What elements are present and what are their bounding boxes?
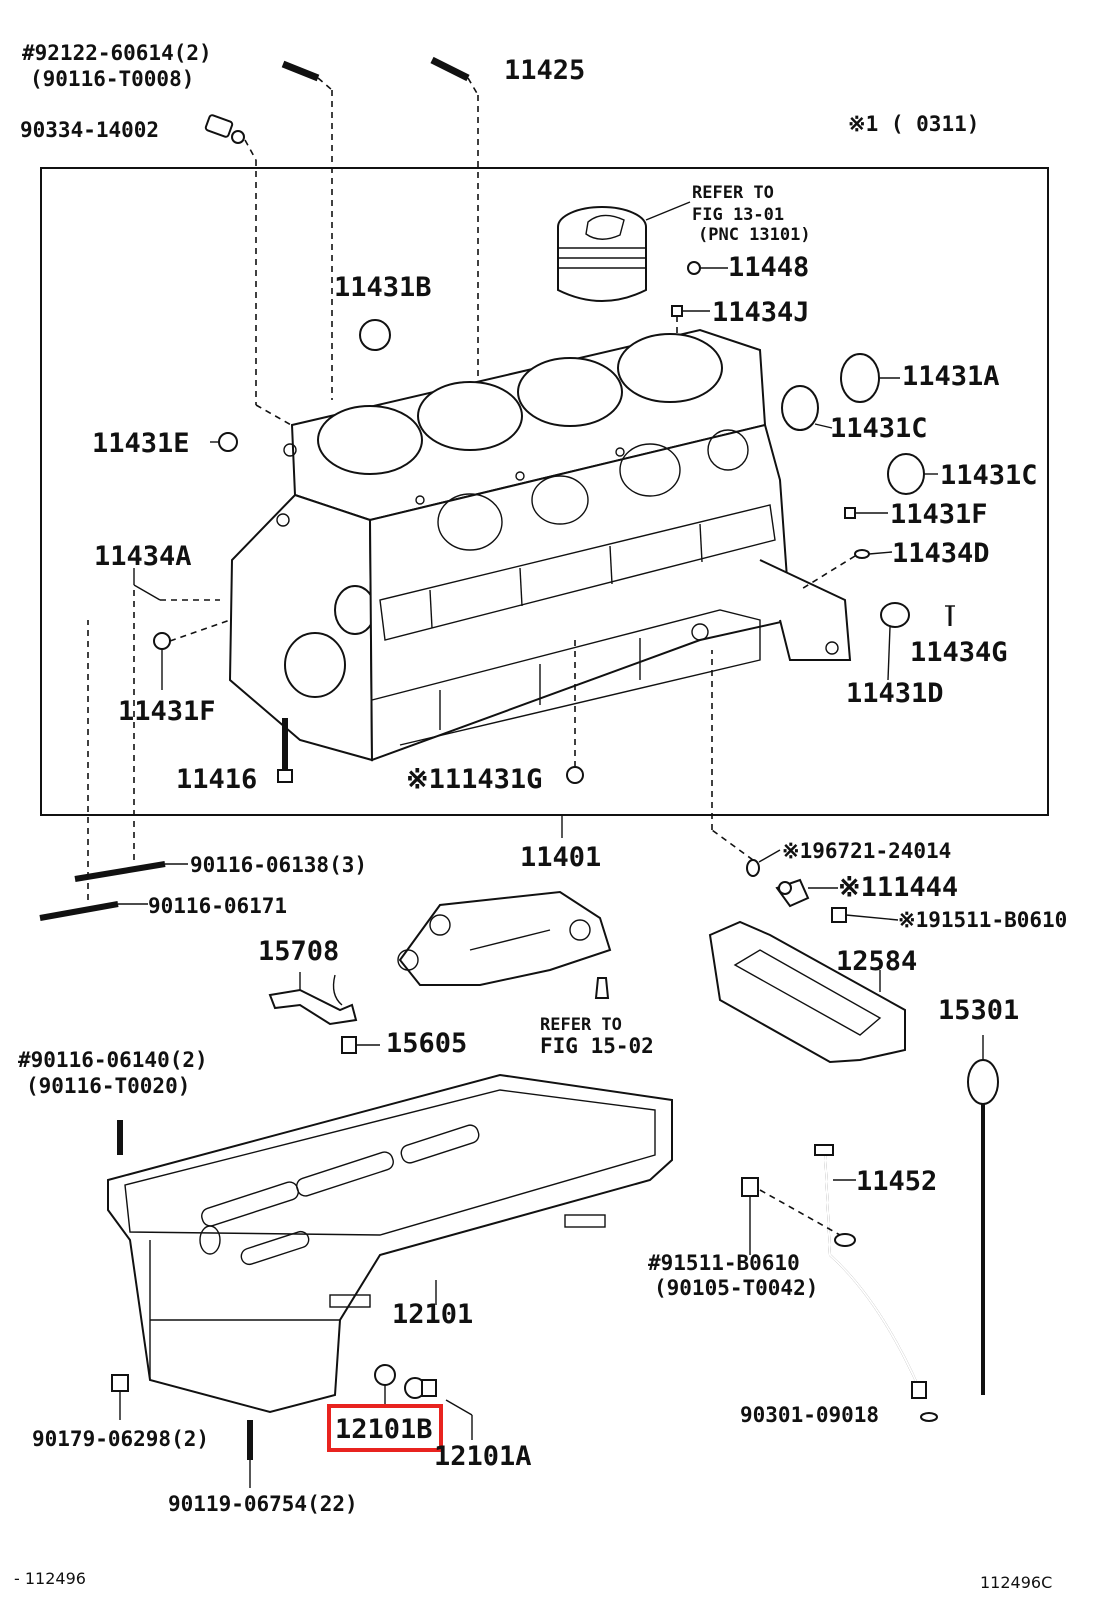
label-12584[interactable]: 12584: [836, 946, 917, 977]
plug-11431G-icon: [566, 640, 584, 784]
dipstick-guide-11452-icon: [814, 1144, 927, 1399]
plug-11431F-right-icon: [844, 507, 888, 519]
plug-90334-icon: [204, 114, 301, 431]
bolt-92122-icon: [281, 60, 333, 400]
bolt-11425-icon: [430, 56, 479, 460]
label-11434D[interactable]: 11434D: [892, 538, 990, 569]
bolt-refer-15-icon: [594, 977, 610, 999]
plug-90179-icon: [111, 1374, 129, 1420]
label-11431A[interactable]: 11431A: [902, 361, 1000, 392]
label-12101B[interactable]: 12101B: [335, 1414, 433, 1445]
label-11431D[interactable]: 11431D: [846, 678, 944, 709]
label-12101[interactable]: 12101: [392, 1299, 473, 1330]
plug-11434J-icon: [671, 305, 710, 334]
plug-11431C-icon: [781, 385, 833, 431]
bolt-91511-top-icon: [831, 907, 899, 923]
label-11431F-left[interactable]: 11431F: [118, 696, 216, 727]
label-15301[interactable]: 15301: [938, 995, 1019, 1026]
label-11434J[interactable]: 11434J: [712, 297, 810, 328]
footer-left: - 112496: [14, 1569, 86, 1588]
pin-11434A-icon: [133, 568, 220, 601]
bracket-15708-icon: [268, 972, 358, 1026]
label-90334[interactable]: 90334-14002: [20, 118, 159, 142]
plug-11448-icon: [687, 261, 728, 275]
oil-pan-12101-icon: [107, 1073, 673, 1414]
label-11416[interactable]: 11416: [176, 764, 257, 795]
block-frame: [40, 167, 1049, 816]
stud-90116-06171-icon: [39, 620, 148, 921]
label-11431B[interactable]: 11431B: [334, 272, 432, 303]
plug-11431B-icon: [359, 319, 391, 351]
stud-90116-06138-icon: [74, 590, 188, 882]
label-12101A[interactable]: 12101A: [434, 1441, 532, 1472]
label-11452[interactable]: 11452: [856, 1166, 937, 1197]
label-91511-top[interactable]: ※191511-B0610: [898, 908, 1067, 932]
label-11444[interactable]: ※111444: [838, 872, 958, 903]
bolt-91511-bottom-icon: [741, 1177, 841, 1255]
refer-fig15-line2: FIG 15-02: [540, 1034, 654, 1058]
plug-11431C-2-icon: [887, 453, 938, 495]
oil-strainer-icon: [397, 890, 612, 986]
drain-plug-12101A-icon: [404, 1377, 473, 1440]
label-92122[interactable]: #92122-60614(2): [22, 41, 212, 65]
refer-fig15-line1: REFER TO: [540, 1015, 622, 1035]
label-11431C-1[interactable]: 11431C: [830, 413, 928, 444]
label-15605[interactable]: 15605: [386, 1028, 467, 1059]
footer-right: 112496C: [980, 1573, 1052, 1592]
label-11401[interactable]: 11401: [520, 842, 601, 873]
refer-fig13-line1: REFER TO: [692, 183, 774, 203]
cylinder-block-icon: [228, 328, 852, 762]
label-96721[interactable]: ※196721-24014: [782, 839, 951, 863]
refer-fig13-line2: FIG 13-01: [692, 205, 784, 225]
label-90116-T0008[interactable]: (90116-T0008): [30, 67, 194, 91]
label-90179[interactable]: 90179-06298(2): [32, 1427, 209, 1451]
plug-11431F-left-icon: [153, 619, 231, 690]
label-11431E[interactable]: 11431E: [92, 428, 190, 459]
refer-fig13-line3: (PNC 13101): [698, 225, 811, 245]
label-15708[interactable]: 15708: [258, 936, 339, 967]
label-11431C-2[interactable]: 11431C: [940, 460, 1038, 491]
bolt-15605-icon: [341, 1036, 380, 1054]
label-90116-06171[interactable]: 90116-06171: [148, 894, 287, 918]
piston-icon: [557, 201, 691, 302]
gasket-12101B-icon: [374, 1364, 396, 1405]
stud-11416-icon: [277, 718, 293, 783]
gasket-96721-icon: [711, 650, 781, 877]
switch-11444-icon: [775, 878, 838, 908]
header-note: ※1 ( 0311): [848, 112, 979, 136]
plug-11431A-icon: [840, 353, 900, 403]
label-90119[interactable]: 90119-06754(22): [168, 1492, 358, 1516]
label-11434A[interactable]: 11434A: [94, 541, 192, 572]
label-90301[interactable]: 90301-09018: [740, 1403, 879, 1427]
pin-11434D-icon: [799, 549, 893, 591]
baffle-12584-icon: [708, 920, 906, 1064]
highlight-12101B[interactable]: [327, 1404, 443, 1452]
dipstick-15301-icon: [967, 1035, 999, 1395]
plug-11431E-icon: [210, 432, 238, 452]
label-90116-06140[interactable]: #90116-06140(2): [18, 1048, 208, 1072]
label-11431F-right[interactable]: 11431F: [890, 499, 988, 530]
label-90105-T0042[interactable]: (90105-T0042): [654, 1276, 818, 1300]
clip-90301-icon: [920, 1412, 938, 1422]
label-11448[interactable]: 11448: [728, 252, 809, 283]
label-90116-06138[interactable]: 90116-06138(3): [190, 853, 367, 877]
label-11425[interactable]: 11425: [504, 55, 585, 86]
label-11434G[interactable]: 11434G: [910, 637, 1008, 668]
seal-11431D-icon: [880, 602, 910, 681]
label-91511-bottom[interactable]: #91511-B0610: [648, 1251, 800, 1275]
pin-11434G-icon: [945, 605, 955, 626]
label-90116-T0020[interactable]: (90116-T0020): [26, 1074, 190, 1098]
label-11431G[interactable]: ※111431G: [406, 764, 542, 795]
